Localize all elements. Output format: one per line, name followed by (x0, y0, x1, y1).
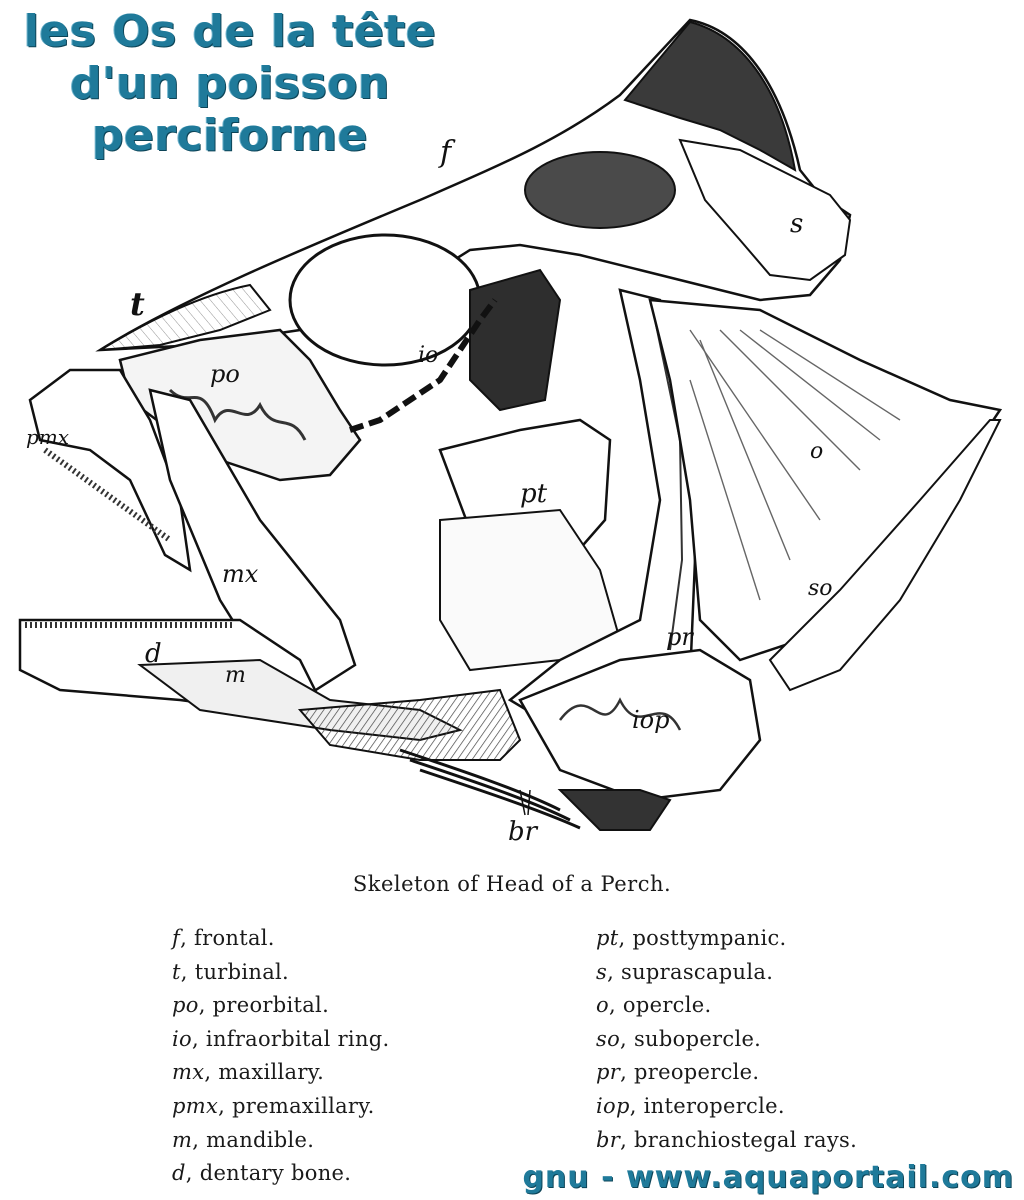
legend-abbr: d (172, 1161, 186, 1186)
legend-item: pt, posttympanic. (596, 922, 857, 956)
legend-abbr: mx (172, 1060, 205, 1085)
temporal-fossa (524, 151, 676, 229)
premaxillary-bone (28, 368, 192, 573)
legend-name: mandible. (206, 1127, 315, 1152)
subopercle-bone (768, 419, 1002, 692)
label-mx: mx (222, 560, 259, 588)
legend-abbr: pt (596, 926, 619, 950)
branchiostegal-rays (399, 748, 581, 830)
orbit-dark-region (469, 268, 562, 412)
legend-item: mx, maxillary. (172, 1056, 389, 1090)
legend-separator: , (618, 926, 633, 950)
legend-name: frontal. (194, 926, 275, 950)
legend-item: pmx, premaxillary. (172, 1090, 389, 1124)
legend-abbr: o (596, 993, 609, 1018)
legend-name: suprascapula. (621, 959, 774, 984)
legend-abbr: pmx (172, 1093, 219, 1118)
legend-abbr: br (596, 1127, 621, 1152)
legend-name: interopercle. (643, 1093, 785, 1118)
legend-name: posttympanic. (632, 926, 787, 950)
quadrate-region (297, 688, 522, 761)
source-credit: gnu - www.aquaportail.com (522, 1160, 1014, 1195)
perch-skull-illustration: f t s io po pmx pt o mx so d m pr iop br (18, 18, 1003, 847)
legend-item: t, turbinal. (172, 956, 389, 990)
legend-separator: , (180, 926, 195, 950)
legend-separator: , (607, 959, 622, 984)
title-line-3: perciforme (92, 110, 368, 161)
legend-name: turbinal. (194, 959, 290, 984)
legend-item: iop, interopercle. (596, 1090, 857, 1124)
legend-name: preorbital. (212, 993, 330, 1018)
legend-item: so, subopercle. (596, 1023, 857, 1057)
label-o: o (810, 439, 823, 464)
infraorbital-ring (349, 298, 498, 433)
legend-separator: , (198, 993, 213, 1018)
legend-separator: , (620, 1127, 635, 1152)
crest-dark (623, 20, 797, 172)
label-pt: pt (520, 479, 548, 509)
legend-abbr: pr (596, 1060, 621, 1085)
legend-item: pr, preopercle. (596, 1056, 857, 1090)
label-d: d (145, 639, 162, 669)
legend-abbr: s (596, 959, 608, 984)
title-line-2: d'un poisson (70, 58, 390, 109)
legend-item: o, opercle. (596, 989, 857, 1023)
legend-item: d, dentary bone. (172, 1157, 389, 1191)
legend-item: s, suprascapula. (596, 956, 857, 990)
orbit (288, 233, 482, 367)
page-title: les Os de la tête d'un poisson perciform… (0, 6, 460, 162)
legend-separator: , (191, 1026, 206, 1051)
legend-separator: , (204, 1060, 219, 1085)
legend-separator: , (180, 959, 195, 984)
label-f: f (438, 135, 456, 170)
label-pmx: pmx (26, 425, 69, 449)
legend-abbr: m (172, 1127, 193, 1152)
interopercle-bone (518, 648, 762, 802)
legend-item: m, mandible. (172, 1124, 389, 1158)
legend-item: io, infraorbital ring. (172, 1023, 389, 1057)
label-t: t (130, 285, 145, 323)
legend-name: branchiostegal rays. (634, 1127, 858, 1152)
legend-separator: , (185, 1161, 200, 1186)
legend-item: po, preorbital. (172, 989, 389, 1023)
legend-name: opercle. (622, 993, 712, 1018)
turbinal-bone (99, 283, 272, 351)
legend-item: f, frontal. (172, 922, 389, 956)
legend-separator: , (620, 1060, 635, 1085)
legend-left-column: f, frontal.t, turbinal.po, preorbital.io… (172, 922, 389, 1191)
legend-separator: , (192, 1127, 207, 1152)
suprascapula-bone (678, 138, 852, 282)
maxillary-bone (148, 388, 357, 702)
legend-name: preopercle. (634, 1060, 760, 1085)
title-line-1: les Os de la tête (23, 6, 437, 57)
legend-name: subopercle. (633, 1026, 762, 1051)
legend-separator: , (620, 1026, 634, 1051)
label-br: br (508, 817, 539, 847)
lower-keel (557, 789, 672, 831)
label-pr: pr (666, 623, 694, 651)
legend-abbr: t (172, 959, 181, 984)
figure-caption: Skeleton of Head of a Perch. (352, 872, 672, 896)
label-iop: iop (632, 706, 670, 734)
legend-abbr: f (172, 926, 181, 950)
legend-name: premaxillary. (232, 1093, 375, 1118)
legend-abbr: so (596, 1026, 621, 1051)
legend-abbr: io (172, 1026, 192, 1051)
legend-separator: , (608, 993, 623, 1018)
legend-abbr: iop (596, 1093, 630, 1118)
legend-separator: , (218, 1093, 233, 1118)
label-po: po (210, 360, 240, 388)
label-s: s (790, 209, 803, 239)
legend-name: infraorbital ring. (205, 1026, 390, 1051)
label-io: io (418, 343, 438, 368)
legend-right-column: pt, posttympanic.s, suprascapula.o, oper… (596, 922, 857, 1157)
legend-abbr: po (172, 993, 199, 1018)
legend-item: br, branchiostegal rays. (596, 1124, 857, 1158)
label-so: so (808, 576, 833, 601)
legend-name: maxillary. (218, 1060, 325, 1085)
legend-name: dentary bone. (199, 1161, 352, 1186)
legend-separator: , (629, 1093, 644, 1118)
label-m: m (225, 663, 246, 688)
